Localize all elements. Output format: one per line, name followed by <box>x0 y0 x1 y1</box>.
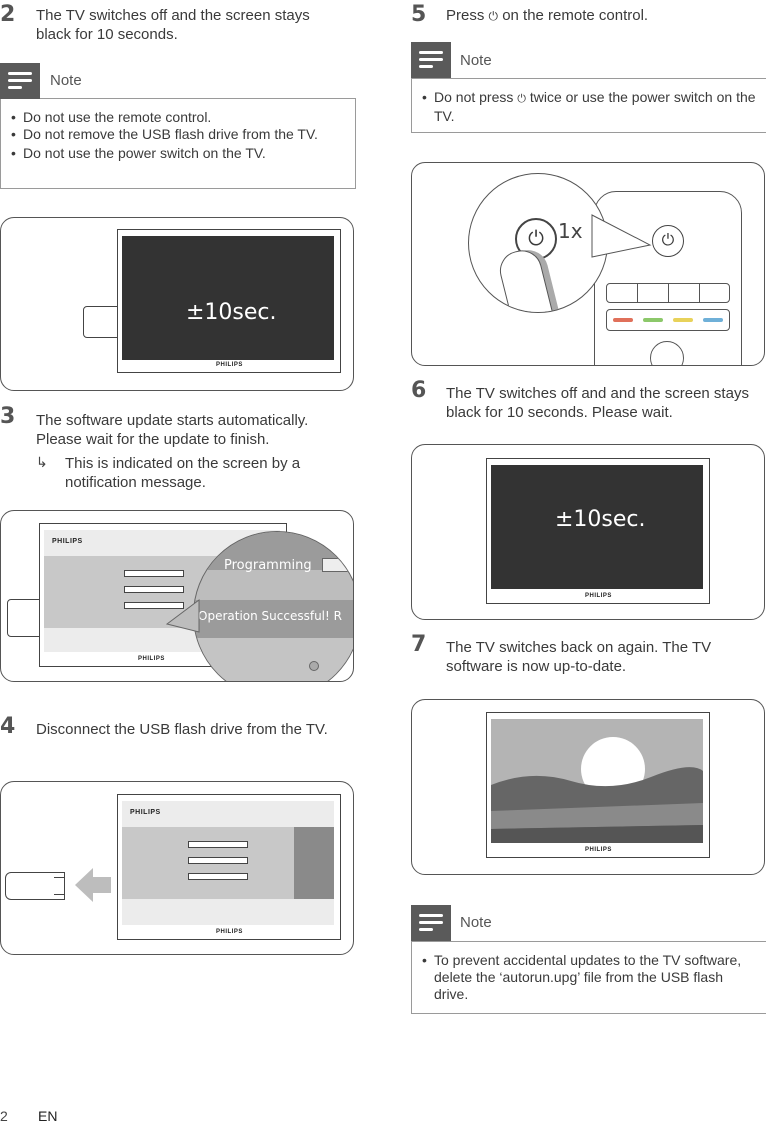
power-icon: ⏻ <box>517 93 526 105</box>
step-text: Disconnect the USB flash drive from the … <box>36 721 328 738</box>
power-icon: ⏻ <box>652 225 684 257</box>
magnifier-pointer <box>165 599 200 633</box>
magnifier-pointer <box>588 214 652 258</box>
remote-buttons-row <box>606 283 730 303</box>
step-text: The TV switches off and the screen stays… <box>36 7 310 43</box>
tv: ±10sec. PHILIPS <box>117 229 341 373</box>
usb-stick <box>7 599 43 637</box>
brand-logo: PHILIPS <box>216 929 243 935</box>
tv: PHILIPS <box>486 712 710 858</box>
tv-screen <box>122 236 334 360</box>
brand-logo: PHILIPS <box>585 847 612 853</box>
note-item: Do not press ⏻ twice or use the power sw… <box>418 89 756 125</box>
note-label: Note <box>460 914 492 931</box>
step-number: 3 <box>0 404 16 429</box>
magnifier: Programming Operation Successful! R <box>193 531 353 681</box>
progress-bar <box>124 586 184 593</box>
left-arrow-icon <box>75 868 111 902</box>
progress-bar <box>124 570 184 577</box>
remote-illustration: ⏻ ⏻ 1x <box>411 162 765 366</box>
note-item: Do not remove the USB flash drive from t… <box>7 126 342 143</box>
step-number: 4 <box>0 714 16 739</box>
progress-bar <box>188 857 248 864</box>
power-icon: ⏻ <box>488 9 499 23</box>
note-icon <box>411 42 451 78</box>
programming-label: Programming <box>224 558 312 573</box>
progress-bar <box>124 602 184 609</box>
power-icon: ⏻ <box>515 218 557 260</box>
page-number: 2 <box>0 1108 8 1124</box>
step-number: 6 <box>411 378 427 403</box>
brand-logo: PHILIPS <box>138 656 165 662</box>
update-illustration: PHILIPS PHILIPS Programming Operation Su… <box>0 510 354 682</box>
tv-off-illustration: ±10sec. PHILIPS <box>411 444 765 620</box>
disconnect-usb-illustration: PHILIPS PHILIPS <box>0 781 354 955</box>
arrow-icon: ↳ <box>36 454 48 470</box>
language-code: EN <box>38 1108 58 1124</box>
tv-off-illustration: ±10sec. PHILIPS <box>0 217 354 391</box>
tv-screen <box>491 465 703 589</box>
note-item: Do not use the remote control. <box>7 109 342 126</box>
step-text: on the remote control. <box>502 7 649 24</box>
led-indicator <box>309 661 319 671</box>
step-text: Press <box>446 7 485 24</box>
brand-logo: PHILIPS <box>216 362 243 368</box>
tv-on-illustration: PHILIPS <box>411 699 765 875</box>
timer-text: ±10sec. <box>555 507 646 532</box>
progress-bar <box>188 841 248 848</box>
step-number: 7 <box>411 632 427 657</box>
note-label: Note <box>50 72 82 89</box>
remote-nav-button <box>650 341 684 365</box>
landscape-picture <box>491 719 703 843</box>
note-item: Do not use the power switch on the TV. <box>7 145 342 162</box>
progress-field <box>322 558 353 572</box>
magnifier: ⏻ <box>468 173 608 313</box>
step-text: The TV switches off and and the screen s… <box>446 385 749 421</box>
success-message: Operation Successful! R <box>198 609 342 623</box>
step-number: 5 <box>411 2 427 27</box>
note-icon <box>411 905 451 941</box>
brand-logo: PHILIPS <box>52 538 83 545</box>
timer-text: ±10sec. <box>186 300 277 325</box>
brand-logo: PHILIPS <box>585 593 612 599</box>
tv: ±10sec. PHILIPS <box>486 458 710 604</box>
progress-bar <box>188 873 248 880</box>
tv: PHILIPS PHILIPS <box>117 794 341 940</box>
note-label: Note <box>460 52 492 69</box>
step-subtext: This is indicated on the screen by a not… <box>65 455 301 491</box>
step-number: 2 <box>0 2 16 27</box>
usb-stick <box>5 872 65 900</box>
color-keys <box>606 309 730 331</box>
note-icon <box>0 63 40 99</box>
note-box: To prevent accidental updates to the TV … <box>411 941 766 1014</box>
brand-logo: PHILIPS <box>130 809 161 816</box>
note-box: Do not press ⏻ twice or use the power sw… <box>411 78 766 133</box>
press-count: 1x <box>558 219 583 243</box>
note-item: To prevent accidental updates to the TV … <box>418 952 758 1003</box>
step-text: The TV switches back on again. The TV so… <box>446 639 712 675</box>
step-text: The software update starts automatically… <box>36 412 309 448</box>
note-box: Do not use the remote control. Do not re… <box>0 98 356 189</box>
